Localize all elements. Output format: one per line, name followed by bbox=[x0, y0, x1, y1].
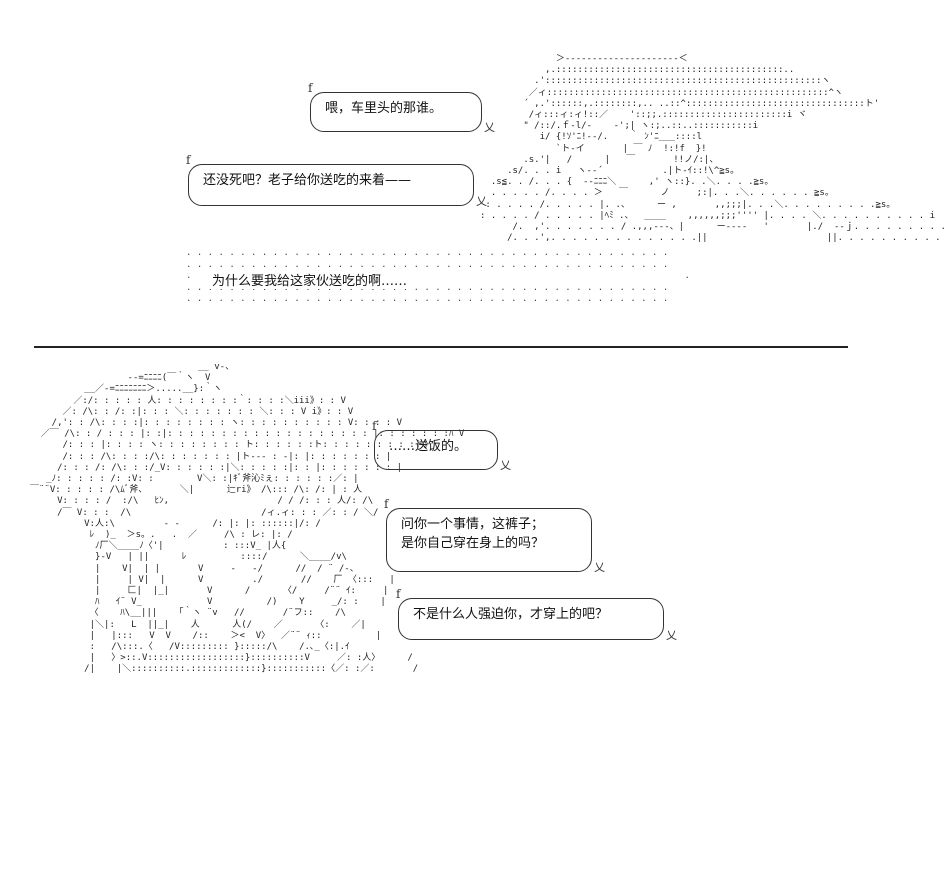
speech-bubble-5: 不是什么人强迫你，才穿上的吧？ bbox=[396, 585, 677, 645]
character-art-top: ＞‐‐‐‐‐‐‐‐‐‐‐‐‐‐‐‐‐‐‐‐‐＜ ,.::::::::::::::… bbox=[480, 54, 944, 244]
speech-text-line-1: 问你一个事情，这裤子； bbox=[401, 517, 545, 532]
speech-bubble-3: ……送饭的。 bbox=[372, 417, 511, 475]
top-panel: ＞‐‐‐‐‐‐‐‐‐‐‐‐‐‐‐‐‐‐‐‐‐＜ ,.::::::::::::::… bbox=[0, 0, 944, 345]
speech-text-line-2: 是你自己穿在身上的吗？ bbox=[401, 536, 545, 551]
narration-dot-frame: . . . . . . . . . . . . . . . . . . . . … bbox=[186, 248, 690, 304]
speech-text: 还没死吧？老子给你送吃的来着—— bbox=[203, 173, 412, 188]
speech-text: ……送饭的。 bbox=[389, 439, 468, 454]
panel-divider bbox=[34, 346, 848, 348]
speech-bubble-4: 问你一个事情，这裤子； 是你自己穿在身上的吗？ bbox=[384, 495, 605, 577]
speech-text: 不是什么人强迫你，才穿上的吧？ bbox=[413, 607, 609, 622]
speech-text: 喂，车里头的那谁。 bbox=[325, 101, 443, 116]
speech-bubble-1: 喂，车里头的那谁。 bbox=[308, 79, 495, 137]
narration-text: 为什么要我给这家伙送吃的啊…… bbox=[208, 270, 412, 289]
speech-bubble-2: 还没死吧？老子给你送吃的来着—— bbox=[186, 151, 487, 211]
bottom-panel: __ v-、 -‐=ﾆﾆﾆﾆ(￣｀ヽ V __／-=ﾆﾆﾆﾆﾆﾆﾆ＞....._… bbox=[0, 352, 944, 892]
character-art-bottom: __ v-、 -‐=ﾆﾆﾆﾆ(￣｀ヽ V __／-=ﾆﾆﾆﾆﾆﾆﾆ＞....._… bbox=[30, 362, 465, 675]
